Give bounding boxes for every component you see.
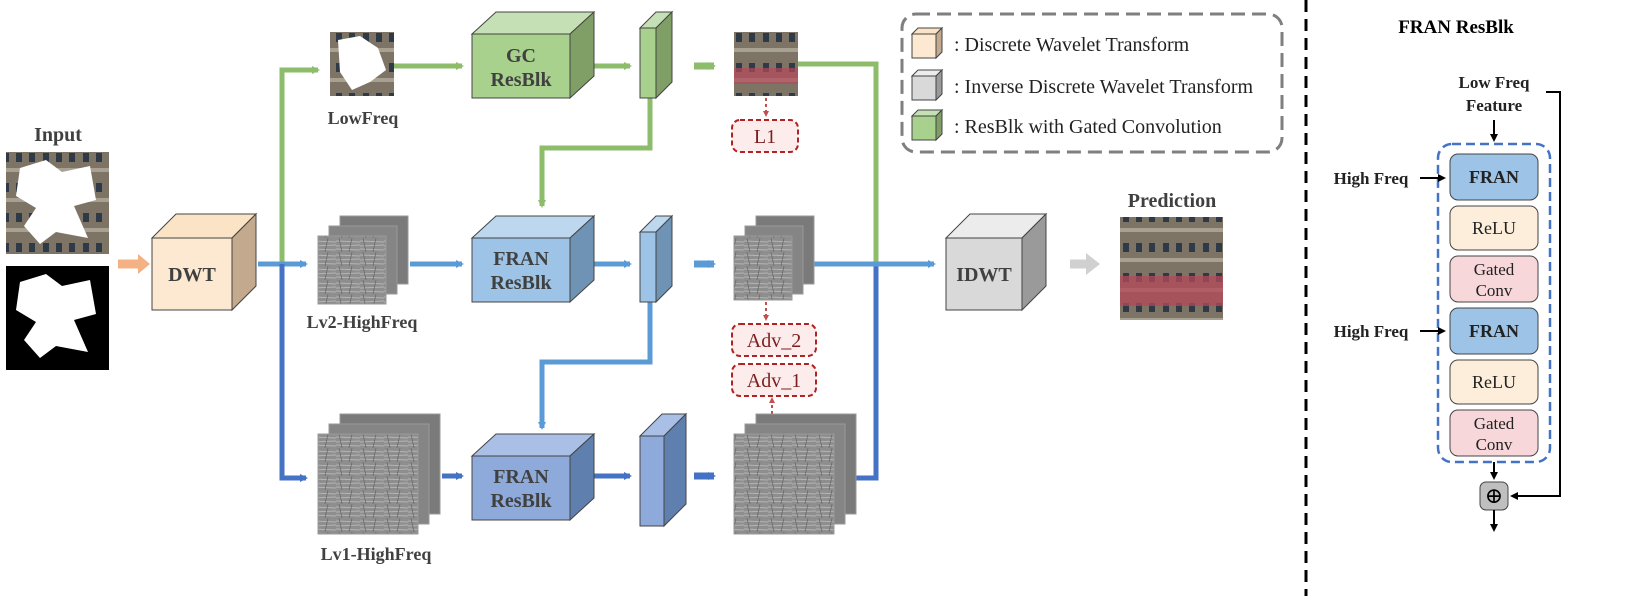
idwt-block: IDWT [944,212,1048,312]
legend-dwt-label: : Discrete Wavelet Transform [954,34,1190,56]
idwt-label: IDWT [956,264,1012,286]
legend-gc-icon [910,108,944,142]
relu-box-2-label: ReLU [1472,372,1516,392]
input-image-mask-overlay [16,160,96,244]
lowfreq-label: LowFreq [328,108,399,128]
detail-title: FRAN ResBlk [1398,17,1514,38]
lv2-output-group [733,215,815,301]
l1-loss-box [731,119,799,153]
relu-box-1-label: ReLU [1472,218,1516,238]
dwt-to-lowfreq-link [258,66,320,267]
fran-box-1 [1449,153,1539,201]
input-label: Input [34,124,82,146]
dwt-label: DWT [168,264,216,286]
gc-resblk-line1: GC [506,45,536,67]
adv1-loss-box [731,363,817,397]
fran-resblk-lv2-line1: FRAN [493,248,549,270]
high-freq-label-1: High Freq [1334,169,1409,188]
lv1-to-idwt-link [856,264,879,481]
gated-conv-box-1 [1449,255,1539,303]
lv2-stack-front [317,235,387,305]
fran-box-1-label: FRAN [1469,167,1519,187]
adv2-loss-label: Adv_2 [747,330,801,352]
lowfreq-output-storefront [734,68,798,84]
sum-symbol: ⊕ [1485,483,1503,508]
fran-resblk-detail: FRAN ResBlk Low Freq Feature High Freq H… [1334,17,1561,532]
detail-dashed-frame [1436,142,1552,464]
idwt-to-prediction-arrow-head [1086,253,1100,275]
lowfreq-output-image [734,32,798,96]
lv2-highfreq-label: Lv2-HighFreq [307,312,418,332]
input-arrow-head [138,254,150,274]
lowfreq-feature-slab [638,10,674,100]
l1-loss: L1 [731,119,799,153]
fran-resblk-lv2-block: FRAN ResBlk [470,214,596,304]
mask-shape [16,274,96,358]
legend-gc-label: : ResBlk with Gated Convolution [954,116,1222,138]
gc-resblk-line2: ResBlk [490,69,552,91]
low-freq-feature-line1: Low Freq [1459,73,1531,92]
gated-conv-box-2 [1449,409,1539,457]
gated-conv-2-line2: Conv [1476,435,1513,454]
low-freq-feature-line2: Feature [1466,96,1523,115]
lv1-output-group [733,413,857,535]
dwt-block: DWT [150,212,258,312]
gc-resblk-block: GC ResBlk [470,10,596,100]
fran-resblk-lv1-line2: ResBlk [490,490,552,512]
prediction-storefront [1120,276,1223,306]
fran-resblk-lv1-block: FRAN ResBlk [470,432,596,522]
lv1-stack-front [317,433,419,535]
adv1-loss: Adv_1 [731,363,817,397]
relu-box-2 [1449,359,1539,405]
l1-loss-label: L1 [754,126,776,148]
gated-conv-1-line2: Conv [1476,281,1513,300]
legend-idwt-label: : Inverse Discrete Wavelet Transform [954,76,1253,98]
lv1-feature-slab [638,412,688,528]
prediction-group: Prediction [1120,190,1223,320]
input-group: Input [6,124,109,370]
legend-idwt-icon [910,68,944,102]
skip-connection [1510,91,1561,500]
lv1-out-front [733,433,835,535]
links [118,61,1100,482]
gated-conv-1-line1: Gated [1474,260,1515,279]
adv1-loss-label: Adv_1 [747,370,801,392]
legend: : Discrete Wavelet Transform : Inverse D… [900,12,1284,154]
high-freq-label-2: High Freq [1334,322,1409,341]
gated-conv-2-line1: Gated [1474,414,1515,433]
lowfreq-mask [338,36,386,90]
relu-box-1 [1449,205,1539,251]
lv2-feature-slab [638,214,674,304]
lowfreq-feature-to-fran2-link [538,98,653,208]
dwt-to-lv1-link [279,264,308,482]
lowfreq-image-group: LowFreq [328,32,399,128]
lowfreq-to-idwt-link [798,61,879,264]
lv2-feature-to-fran1-link [538,300,653,430]
fran-box-2 [1449,307,1539,355]
adv2-loss-box [731,323,817,357]
fran-resblk-lv1-line1: FRAN [493,466,549,488]
lv1-highfreq-label: Lv1-HighFreq [321,544,432,564]
lowfreq-output-group [734,32,798,96]
lv1-image-group: Lv1-HighFreq [317,413,441,564]
legend-dwt-icon [910,26,944,60]
lv2-out-front [733,235,793,301]
legend-frame [900,12,1284,154]
fran-box-2-label: FRAN [1469,321,1519,341]
adv2-loss: Adv_2 [731,323,817,357]
fran-resblk-lv2-line2: ResBlk [490,272,552,294]
lv2-image-group: Lv2-HighFreq [307,215,418,332]
prediction-label: Prediction [1128,190,1217,212]
